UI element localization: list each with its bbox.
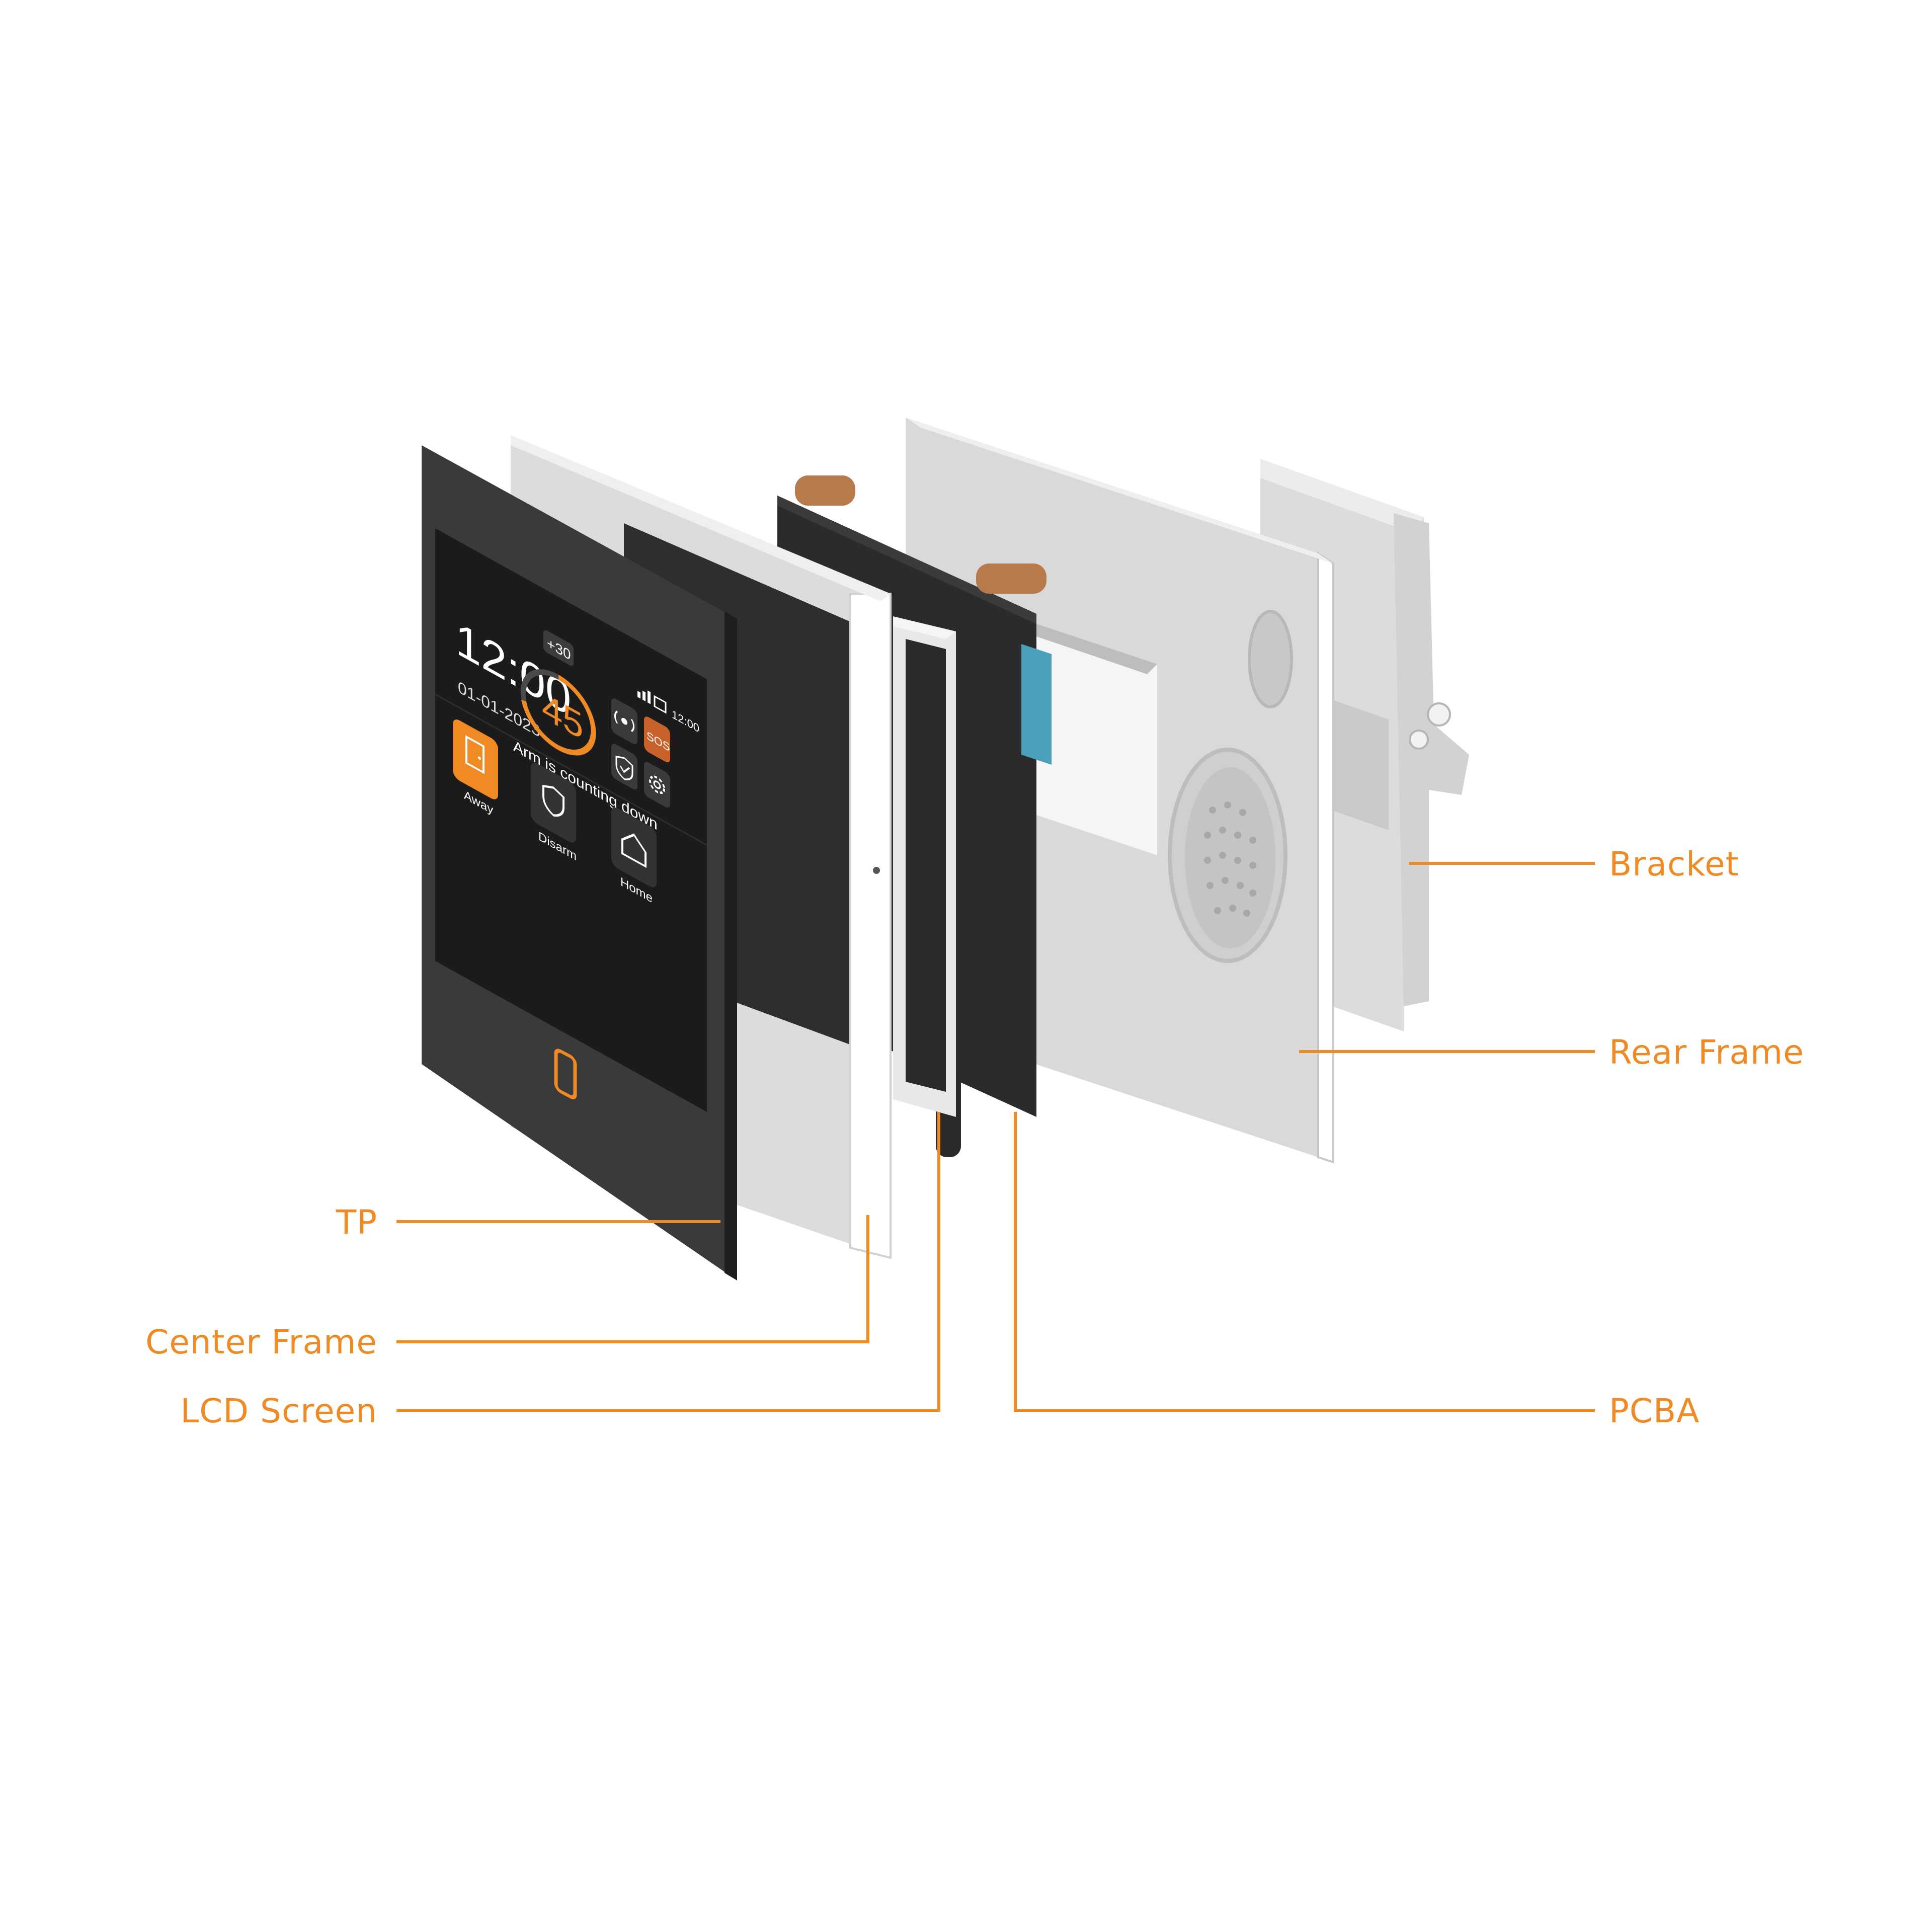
away-button[interactable]	[453, 716, 498, 802]
pcba-label: PCBA	[1609, 1392, 1700, 1430]
home-mode-button[interactable]	[611, 804, 657, 890]
lcd-screen-label: LCD Screen	[180, 1392, 377, 1430]
disarm-shield-icon	[542, 784, 565, 817]
tp-label: TP	[336, 1203, 377, 1242]
bracket-label: Bracket	[1609, 845, 1739, 883]
countdown-ring	[521, 675, 596, 756]
wifi-signal-icon	[637, 690, 667, 714]
timer-badge	[543, 630, 574, 666]
screen-divider	[435, 693, 707, 846]
settings-button[interactable]	[644, 760, 670, 810]
sos-button[interactable]	[644, 714, 670, 764]
lcd-screen-part	[893, 616, 956, 1117]
home-icon	[621, 833, 647, 868]
alarm-radio-icon	[614, 710, 635, 733]
center-frame-leader	[396, 1215, 869, 1343]
pcba-leader	[1014, 1112, 1595, 1412]
away-door-icon	[465, 735, 485, 774]
lcd-screen-leader	[396, 1112, 940, 1412]
shield-check-icon	[615, 755, 633, 780]
callout-lines	[396, 862, 1595, 1412]
home-button-icon[interactable]	[554, 1049, 577, 1099]
gear-icon	[649, 775, 665, 794]
tp-part: 12:00 01-01-2023 +30 45 Arm is counting …	[422, 445, 737, 1280]
rear-frame-label: Rear Frame	[1609, 1033, 1804, 1072]
center-frame-label: Center Frame	[145, 1323, 377, 1361]
disarm-button[interactable]	[531, 760, 576, 845]
